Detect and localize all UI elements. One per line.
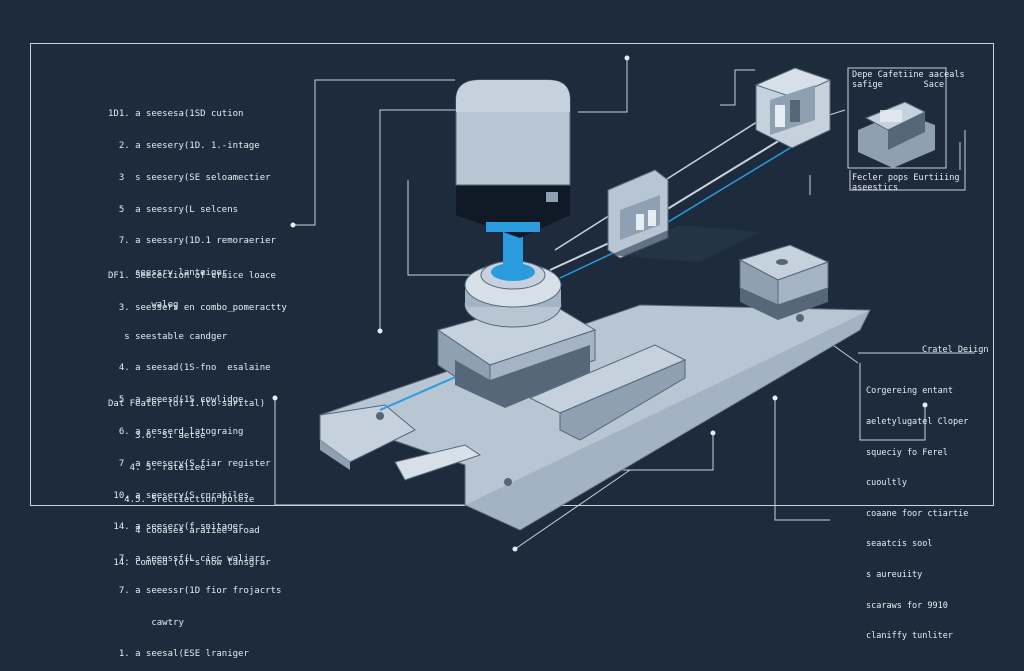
list-line: 7. a seeessf(L ciec waliarr [108,554,266,565]
list-line: 4. 5. rateliee [108,462,206,473]
right-list: Corgereing entant aeletylugatel Cloper s… [866,366,968,652]
list-line: cuoultly [866,478,907,489]
list-line: Corgereing entant [866,386,953,397]
list-line: 7. a seeessr(1D fior frojacrts [108,585,282,596]
list-line: 7 a seesery(S fiar register [108,458,271,469]
list-line: 5 a aeeesd(1S cowlidge [108,395,244,406]
inset-bottom-label-line-1: Fecler pops Eurtiiing [852,173,960,183]
list-line: seessry lanteiger [108,268,228,279]
list-line: squeciy fo Ferel [866,447,948,458]
inset-top-label-line-2: safige Sace [852,80,945,90]
list-line: waleg [108,299,179,310]
list-line: seaatcis sool [866,539,933,550]
list-line: 10. a seesery(S cnrakiles [108,490,249,501]
sensor-unit [754,67,832,149]
inset-view [847,67,947,169]
slide-rails [379,344,687,441]
list-line: 1. a seesal(ESE lraniger [108,649,249,660]
stage-assembly [436,260,597,408]
list-line: aeletylugatel Cloper [866,417,969,428]
list-line: cawtry [108,617,184,628]
list-line: s aureuiity [866,570,923,581]
list-line: 2. a seesery(1D. 1.-intage [108,140,260,151]
list-line: 14. comved (of's how lansgrar [108,558,271,569]
list-line: Dat Feater (of 1.fto-sarital) [108,399,266,410]
dots [272,55,928,552]
left-list-low: Dat Feater (of 1.fto-sarital) 3.6. Si ae… [108,378,271,579]
list-line: claniffy tunliter [866,631,953,642]
list-line: 6. a sesserd latograing [108,427,244,437]
list-line: 1D1. a seesesa(1SD cution [108,109,244,120]
list-line: scaraws for 9910 [866,600,948,611]
list-line: 3. seessers en combo_pomeractty [108,302,287,313]
left-list-mid: DF1. Seecection of craice loace 3. seess… [108,250,287,324]
list-line: DF1. Seecection of craice loace [108,271,276,282]
inset-bottom-label-line-2: aseestics [852,183,899,193]
list-line: 14. a seesery(f snitager [108,522,244,533]
list-line: 5 a seessry(L selcens [108,204,239,215]
list-line: coaane foor ctiartie [866,508,969,519]
inset-top-label-line-1: Depe Cafetiine aaceals [852,70,965,80]
list-line: 3 s seesery(SE seloamectier [108,172,271,183]
crate-label: Cratel Deiign [922,345,989,355]
list-line: 3.6. Si aetse [108,430,206,441]
control-module [607,169,760,262]
list-line: 4.5. Srectiection poleie [108,494,255,505]
support-block [738,244,830,320]
spindle-head [455,79,571,274]
list-line: 4 cooases araiiee aroad [108,526,260,537]
list-line: 7. a seessry(1D.1 remoraerier [108,236,276,247]
list-line: s seestable candger [108,331,228,342]
apparatus-illustration [272,55,975,552]
list-line: 4. a seesad(1S-fno esalaine [108,363,271,374]
